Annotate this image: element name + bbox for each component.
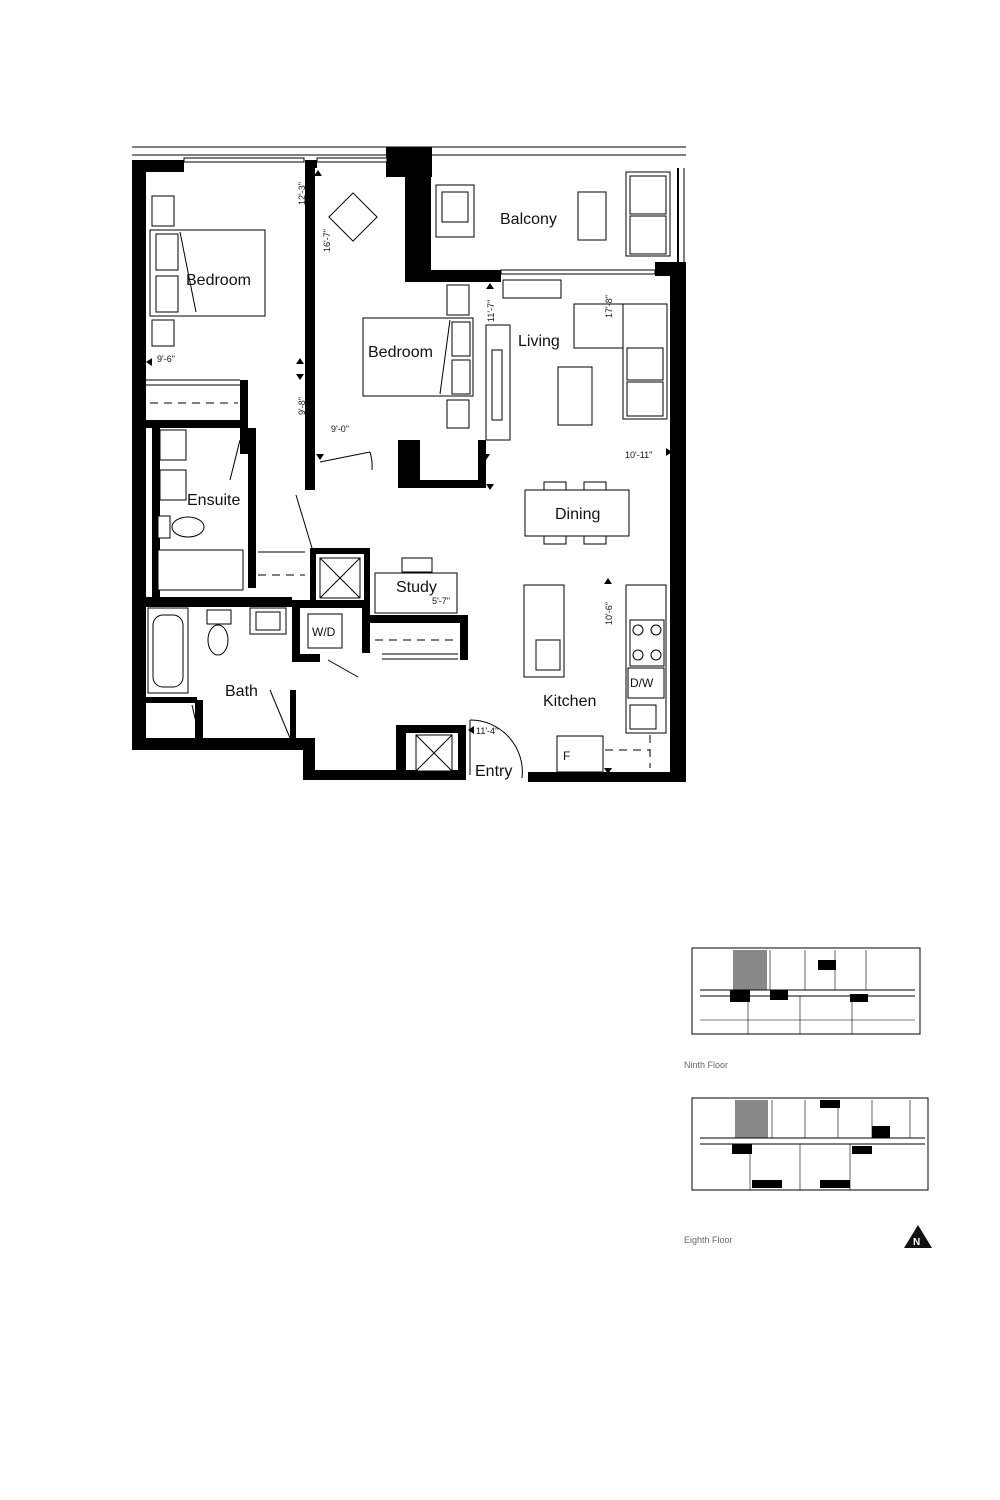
room-label-dining: Dining xyxy=(555,506,600,523)
room-label-kitchen: Kitchen xyxy=(543,693,596,710)
dimension-bed1-depth: 12'-3" xyxy=(297,182,307,205)
doors xyxy=(191,439,523,779)
key-plan-ninth-floor xyxy=(691,947,921,1035)
room-label-entry: Entry xyxy=(475,763,512,780)
key-plan-ninth-floor-label: Ninth Floor xyxy=(684,1060,728,1070)
dimension-bed1-lower: 9'-8" xyxy=(297,397,307,415)
fixture-label-dw: D/W xyxy=(630,676,654,690)
dimension-kitchen-depth: 10'-6" xyxy=(604,602,614,625)
exterior-walls xyxy=(132,147,686,782)
room-label-bedroom-1: Bedroom xyxy=(186,272,251,289)
room-label-bath: Bath xyxy=(225,683,258,700)
furniture xyxy=(147,171,671,773)
dimension-markers xyxy=(146,170,672,774)
dimension-bed1-width: 9'-6" xyxy=(157,354,175,364)
dimension-living-side: 17'-8" xyxy=(604,295,614,318)
windows xyxy=(183,157,685,275)
fixture-label-wd: W/D xyxy=(312,625,336,639)
room-label-ensuite: Ensuite xyxy=(187,492,240,509)
interior-walls xyxy=(142,165,486,780)
north-arrow-label: N xyxy=(913,1237,920,1248)
dimension-study-width: 5'-7" xyxy=(432,596,450,606)
dimension-living-width: 10'-11" xyxy=(625,450,652,460)
room-label-bedroom-2: Bedroom xyxy=(368,344,433,361)
dimension-living-depth: 11'-7" xyxy=(486,300,496,322)
room-label-balcony: Balcony xyxy=(500,211,557,228)
dimension-entry-width: 11'-4" xyxy=(476,726,498,736)
room-label-study: Study xyxy=(396,579,437,596)
dimension-bed2-depth: 16'-7" xyxy=(322,229,332,252)
key-plan-eighth-floor-label: Eighth Floor xyxy=(684,1235,733,1245)
key-plan-eighth-floor xyxy=(691,1097,929,1191)
dimension-bed2-width: 9'-0" xyxy=(331,424,349,434)
room-label-living: Living xyxy=(518,333,560,350)
north-arrow-icon xyxy=(904,1225,932,1248)
fixture-label-fridge: F xyxy=(563,749,570,763)
